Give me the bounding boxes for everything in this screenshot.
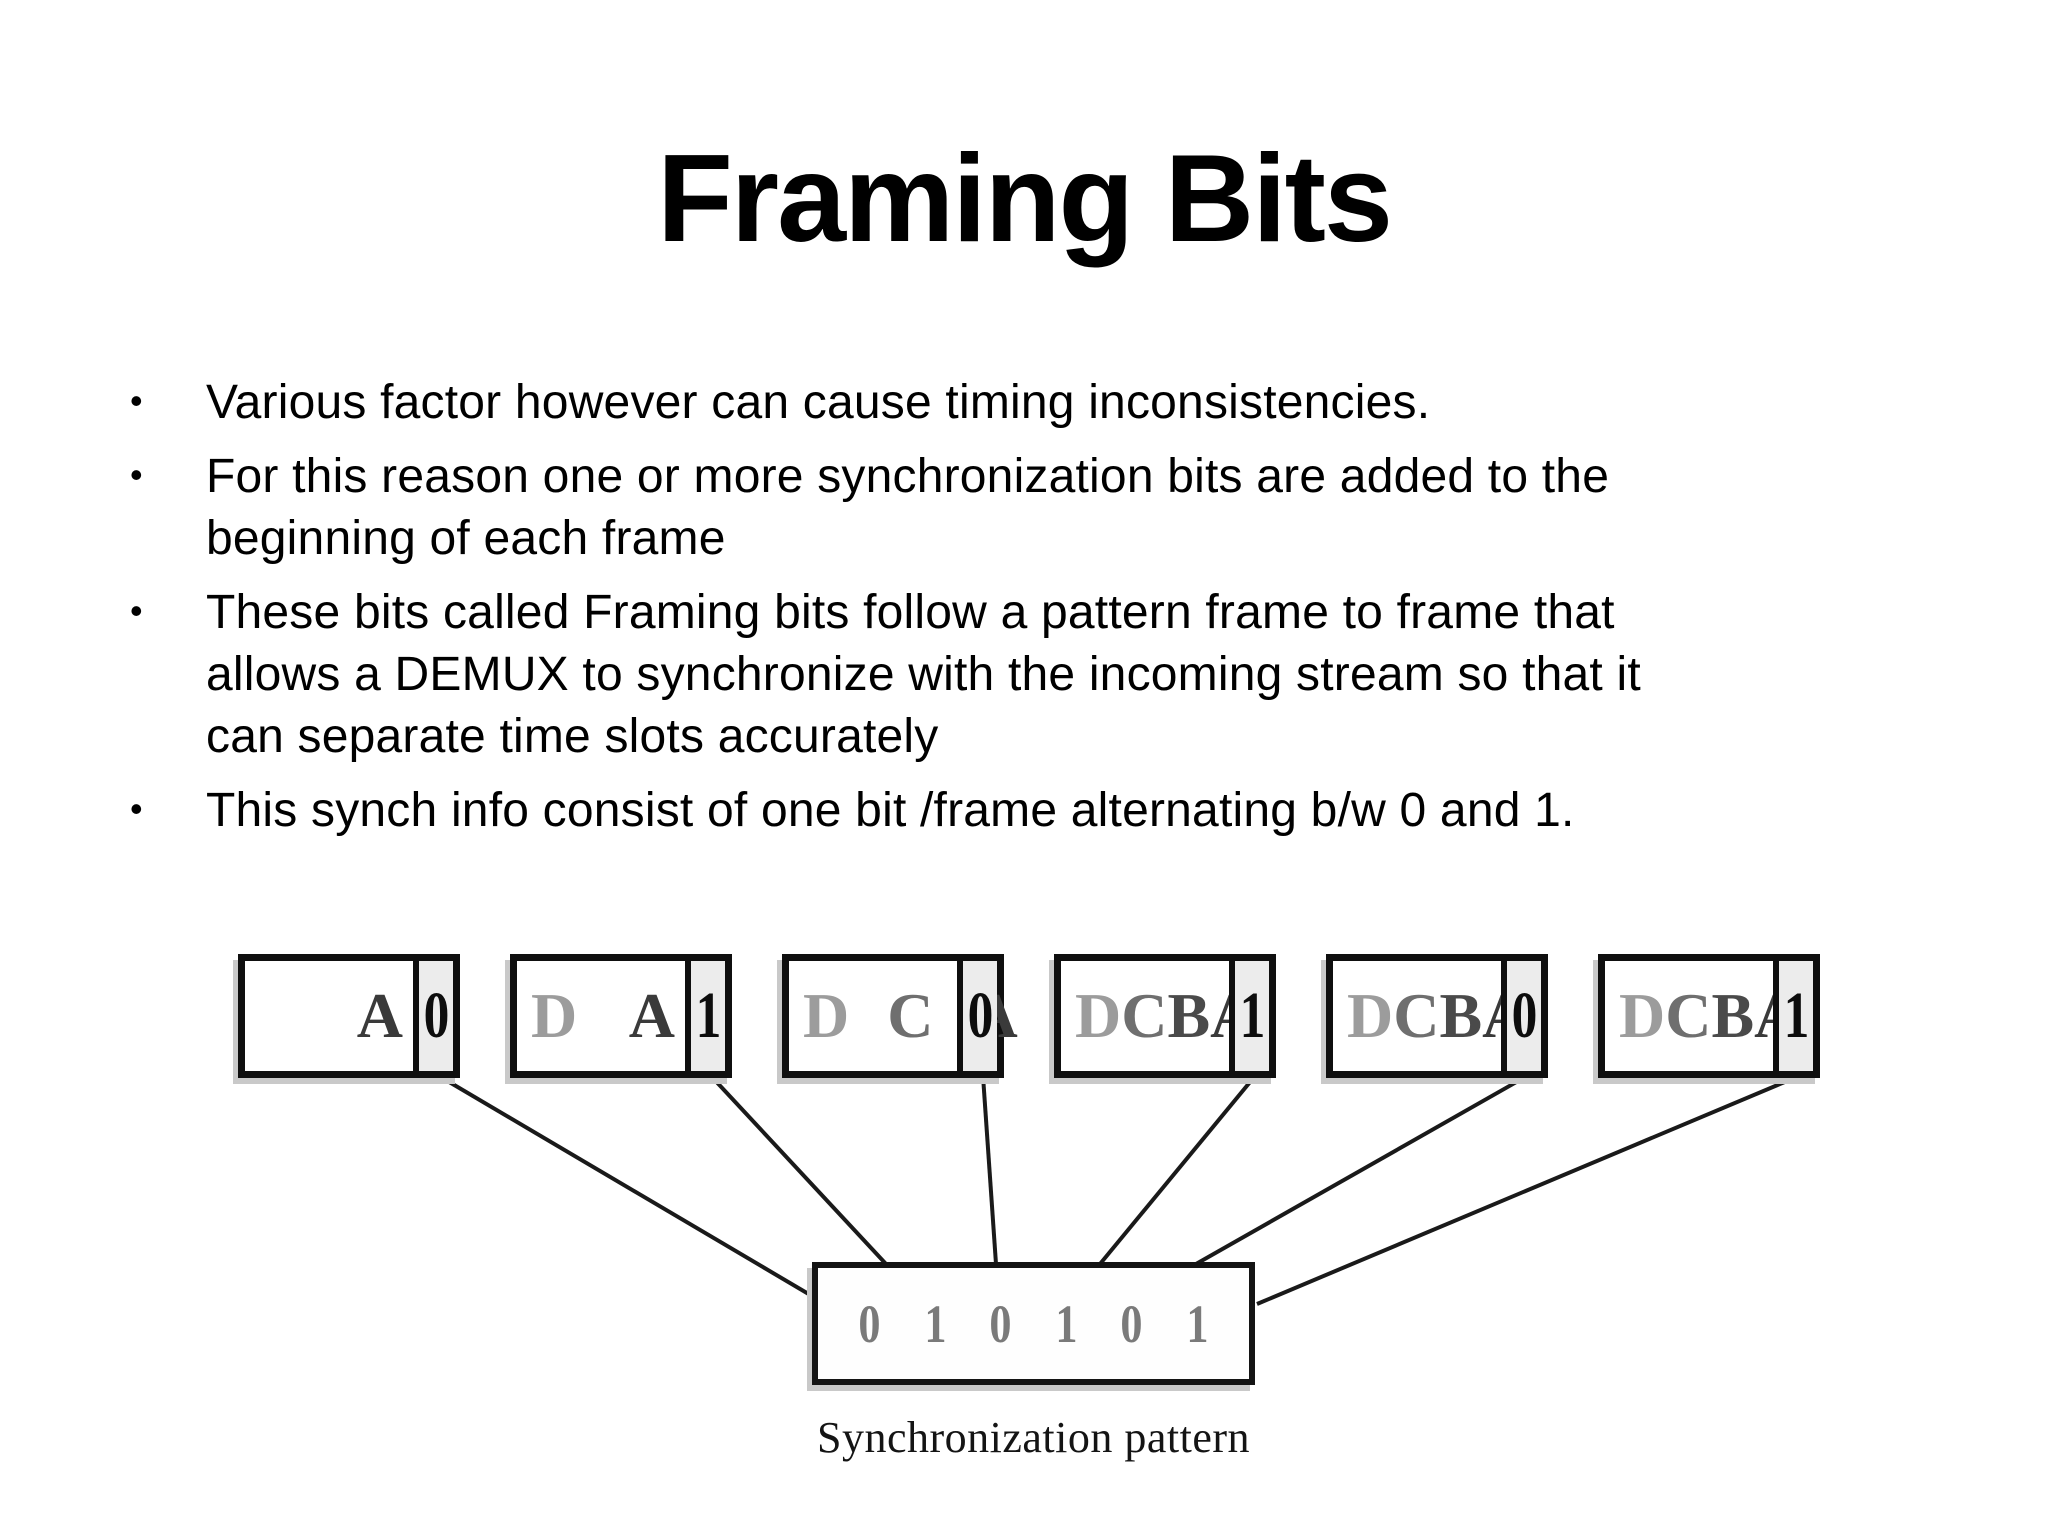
- frame-box: DCBA1: [1598, 954, 1820, 1078]
- sync-pattern-caption: Synchronization pattern: [816, 1413, 1251, 1462]
- frame-letters: DCA: [789, 961, 1018, 1071]
- frame-letter: B: [1167, 980, 1211, 1051]
- frame-letters: DCBA: [1333, 961, 1528, 1071]
- bullet-text: This synch info consist of one bit /fram…: [206, 780, 1938, 842]
- frame-letters: DCBA: [1061, 961, 1256, 1071]
- framing-bit-cell: 0: [1501, 961, 1541, 1071]
- connector-line: [1256, 1074, 1800, 1306]
- framing-bit-cell: 1: [685, 961, 725, 1071]
- frame-box: DCA0: [782, 954, 1018, 1078]
- bullet-list: • Various factor however can cause timing…: [118, 372, 1938, 854]
- framing-bit-cell: 0: [413, 961, 453, 1071]
- frame-letter: D: [803, 980, 850, 1051]
- slide-title: Framing Bits: [657, 130, 1393, 268]
- sync-pattern-digit: 1: [1055, 1293, 1078, 1354]
- sync-pattern-digit: 0: [1120, 1293, 1143, 1354]
- bullet-item: • These bits called Framing bits follow a…: [118, 582, 1938, 768]
- frame-letter: A: [628, 980, 675, 1051]
- framing-bit-value: 1: [1239, 979, 1265, 1052]
- bullet-text: Various factor however can cause timing …: [206, 372, 1938, 434]
- frame-letter: C: [1393, 980, 1440, 1051]
- frame-letter: D: [1347, 980, 1394, 1051]
- bullet-text: These bits called Framing bits follow a …: [206, 582, 1938, 768]
- frame-box: DCBA0: [1326, 954, 1548, 1078]
- framing-bit-value: 0: [423, 979, 449, 1052]
- frame-letter: A: [356, 980, 403, 1051]
- bullet-dot: •: [130, 788, 143, 829]
- bullet-line: This synch info consist of one bit /fram…: [206, 784, 1575, 837]
- sync-pattern-digit: 0: [858, 1293, 881, 1354]
- bullet-line: allows a DEMUX to synchronize with the i…: [206, 648, 1641, 701]
- framing-bit-cell: 1: [1229, 961, 1269, 1071]
- connector-line: [709, 1074, 888, 1266]
- frame-letter: B: [1439, 980, 1483, 1051]
- bullet-line: beginning of each frame: [206, 512, 726, 565]
- framing-bit-cell: 1: [1773, 961, 1813, 1071]
- framing-bit-value: 1: [1783, 979, 1809, 1052]
- sync-pattern-digit: 1: [924, 1293, 947, 1354]
- frame-letter: C: [1665, 980, 1712, 1051]
- sync-pattern-digit: 0: [989, 1293, 1012, 1354]
- frame-letter: D: [1619, 980, 1666, 1051]
- connector-line: [437, 1074, 814, 1298]
- connector-line: [981, 1075, 998, 1265]
- frame-letter: C: [1121, 980, 1168, 1051]
- bullet-dot: •: [130, 380, 143, 421]
- bullet-item: • For this reason one or more synchroniza…: [118, 446, 1938, 570]
- bullet-line: can separate time slots accurately: [206, 710, 939, 763]
- frame-letters: A: [245, 961, 413, 1071]
- frame-letter: B: [1711, 980, 1755, 1051]
- frame-letter: D: [1075, 980, 1122, 1051]
- frame-box: DCBA1: [1054, 954, 1276, 1078]
- bullet-dot: •: [130, 590, 143, 631]
- framing-bit-value: 0: [967, 979, 993, 1052]
- bullet-line: Various factor however can cause timing …: [206, 376, 1431, 429]
- connector-line: [1098, 1074, 1257, 1266]
- connector-line: [1195, 1074, 1528, 1266]
- bullet-line: These bits called Framing bits follow a …: [206, 586, 1615, 639]
- framing-bit-cell: 0: [957, 961, 997, 1071]
- frame-letters: DCBA: [1605, 961, 1800, 1071]
- bullet-dot: •: [130, 454, 143, 495]
- bullet-item: • This synch info consist of one bit /fra…: [118, 780, 1938, 842]
- framing-bit-value: 0: [1511, 979, 1537, 1052]
- framing-bit-value: 1: [695, 979, 721, 1052]
- bullet-item: • Various factor however can cause timing…: [118, 372, 1938, 434]
- frame-letter: C: [887, 980, 934, 1051]
- sync-pattern-digit: 1: [1186, 1293, 1209, 1354]
- bullet-line: For this reason one or more synchronizat…: [206, 450, 1610, 503]
- bullet-text: For this reason one or more synchronizat…: [206, 446, 1938, 570]
- frame-letter: D: [531, 980, 578, 1051]
